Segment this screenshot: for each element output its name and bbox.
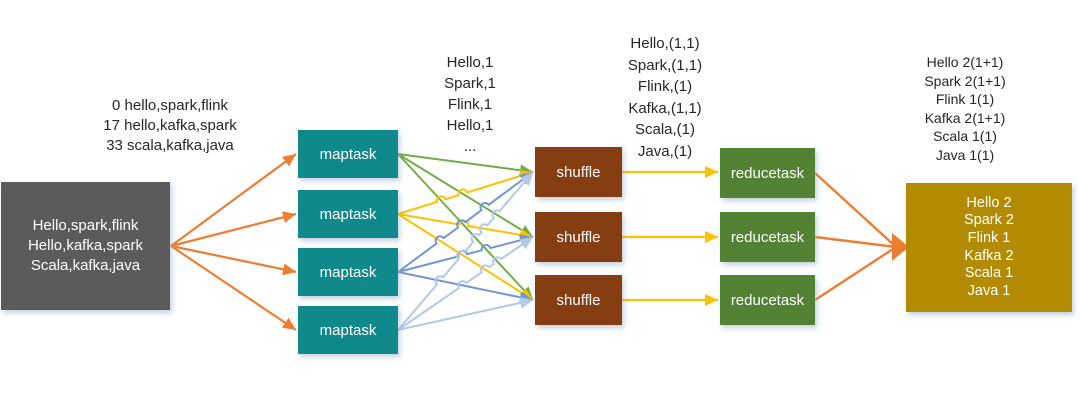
shuffle-label: shuffle [556, 291, 601, 309]
shuffle-label: shuffle [556, 228, 601, 246]
reducetask-box-3: reducetask [720, 275, 815, 325]
reduce-output-annotation: Hello 2(1+1)Spark 2(1+1)Flink 1(1)Kafka … [924, 54, 1006, 163]
maptask-box-2: maptask [298, 190, 398, 238]
reducetask-box-2: reducetask [720, 212, 815, 262]
maptask-box-4: maptask [298, 306, 398, 354]
maptask-box-3: maptask [298, 248, 398, 296]
shuffle-label: shuffle [556, 163, 601, 181]
shuffle-box-2: shuffle [535, 212, 622, 262]
maptask-box-1: maptask [298, 130, 398, 178]
maptask-label: maptask [319, 145, 377, 163]
shuffle-output-annotation: Hello,(1,1)Spark,(1,1)Flink,(1)Kafka,(1,… [627, 35, 703, 160]
reducetask-label: reducetask [730, 291, 805, 309]
reducetask-box-1: reducetask [720, 148, 815, 198]
shuffle-box-3: shuffle [535, 275, 622, 325]
reducetask-label: reducetask [730, 228, 805, 246]
reducetask-label: reducetask [730, 164, 805, 182]
maptask-label: maptask [319, 321, 377, 339]
maptask-label: maptask [319, 205, 377, 223]
shuffle-box-1: shuffle [535, 147, 622, 197]
maptask-label: maptask [319, 263, 377, 281]
